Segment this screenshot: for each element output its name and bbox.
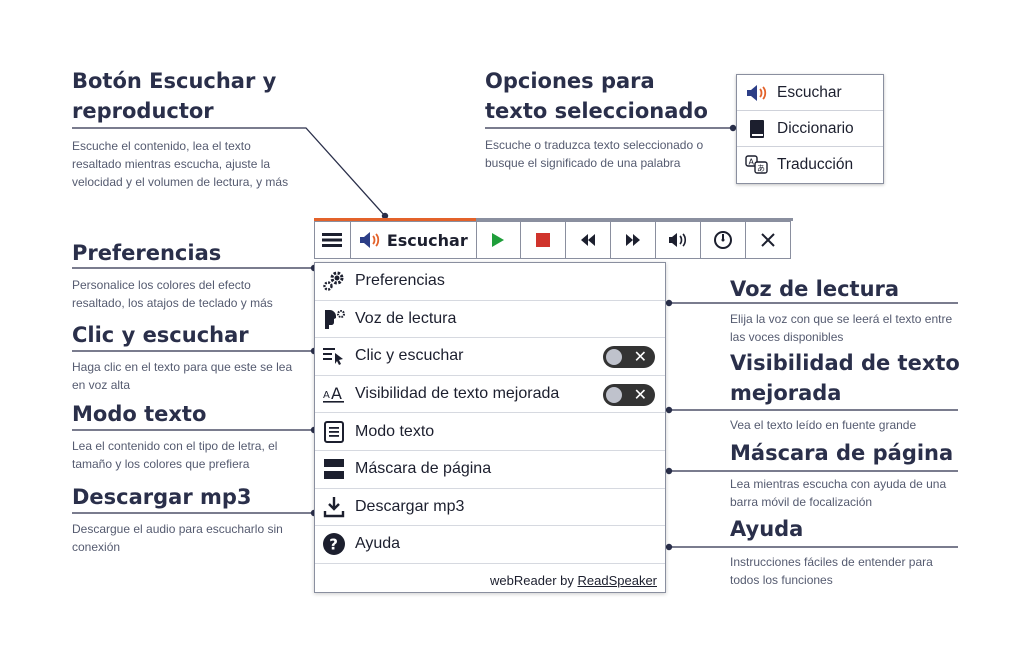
svg-text:A: A (749, 158, 755, 167)
svg-text:A: A (331, 384, 342, 403)
annotation-listen-title-1: Botón Escuchar y (72, 69, 277, 93)
toggle-knob (606, 349, 622, 366)
speaker-icon (745, 83, 769, 103)
click-listen-icon (321, 344, 347, 368)
speed-gauge-icon (714, 231, 733, 249)
annotation-preferences-title: Preferencias (72, 241, 222, 265)
annotation-download-title: Descargar mp3 (72, 485, 252, 509)
toggle-off-icon: ✕ (633, 347, 647, 367)
gears-icon (321, 269, 347, 293)
annotation-mask-title: Máscara de página (730, 441, 954, 465)
svg-text:あ: あ (757, 164, 765, 173)
popup-item-listen[interactable]: Escuchar (737, 75, 883, 111)
toggle-off-icon: ✕ (633, 384, 647, 404)
hamburger-icon (322, 233, 343, 247)
annotation-selected-desc: Escuche o traduzca texto seleccionado o … (485, 138, 704, 170)
volume-icon (669, 233, 687, 247)
menu-item-label: Descargar mp3 (355, 497, 465, 515)
menu-item-page-mask[interactable]: Máscara de página (315, 451, 665, 489)
annotation-visibility-desc: Vea el texto leído en fuente grande (730, 418, 917, 432)
listen-button[interactable]: Escuchar (351, 222, 477, 258)
text-mode-icon (321, 420, 347, 444)
close-button[interactable] (746, 222, 790, 258)
stop-button[interactable] (521, 222, 567, 258)
annotation-visibility-title-2: mejorada (730, 381, 842, 405)
menu-item-label: Clic y escuchar (355, 347, 464, 365)
annotation-text-mode-desc: Lea el contenido con el tipo de letra, e… (72, 439, 278, 471)
annotation-selected-title-2: texto seleccionado (485, 99, 708, 123)
menu-item-label: Modo texto (355, 422, 435, 440)
annotation-help-desc: Instrucciones fáciles de entender para t… (730, 555, 933, 587)
annotation-text-mode-title: Modo texto (72, 402, 207, 426)
download-icon (321, 495, 347, 519)
page-mask-icon (321, 457, 347, 481)
annotation-voice-title: Voz de lectura (730, 277, 900, 301)
player-toolbar: Escuchar (314, 218, 793, 259)
annotation-listen-title-2: reproductor (72, 99, 214, 123)
speaker-icon (359, 232, 379, 248)
annotation-download-desc: Descargue el audio para escucharlo sin c… (72, 522, 283, 554)
menu-item-label: Preferencias (355, 272, 445, 290)
volume-button[interactable] (656, 222, 702, 258)
speed-button[interactable] (701, 222, 747, 258)
rewind-button[interactable] (566, 222, 612, 258)
menu-button[interactable] (315, 222, 351, 258)
footer-prefix: webReader by (490, 573, 574, 588)
popup-item-dictionary[interactable]: Diccionario (737, 111, 883, 147)
menu-item-preferences[interactable]: Preferencias (315, 263, 665, 301)
settings-menu: Preferencias Voz de lectura Clic y escuc… (314, 262, 666, 593)
menu-item-label: Ayuda (355, 535, 401, 553)
annotation-visibility-title-1: Visibilidad de texto (730, 351, 960, 375)
menu-footer: webReader by ReadSpeaker (490, 573, 657, 588)
forward-button[interactable] (611, 222, 657, 258)
annotation-selected-title-1: Opciones para (485, 69, 655, 93)
menu-item-voice[interactable]: Voz de lectura (315, 301, 665, 339)
book-icon (745, 119, 769, 139)
play-icon (492, 233, 505, 247)
close-icon (761, 233, 775, 247)
forward-icon (626, 234, 641, 246)
svg-text:?: ? (329, 536, 338, 554)
svg-text:A: A (323, 390, 330, 401)
annotation-help-title: Ayuda (730, 517, 804, 541)
menu-item-label: Voz de lectura (355, 309, 457, 327)
menu-item-click-listen[interactable]: Clic y escuchar ✕ (315, 338, 665, 376)
menu-item-label: Visibilidad de texto mejorada (355, 385, 560, 403)
menu-item-label: Máscara de página (355, 460, 492, 478)
play-button[interactable] (477, 222, 521, 258)
visibility-toggle[interactable]: ✕ (603, 383, 655, 406)
listen-label: Escuchar (386, 230, 468, 250)
annotation-listen-desc: Escuche el contenido, lea el texto resal… (72, 139, 289, 189)
rewind-icon (581, 234, 596, 246)
menu-item-help[interactable]: ? Ayuda (315, 526, 665, 564)
popup-item-label: Traducción (777, 156, 854, 173)
popup-item-label: Escuchar (777, 83, 842, 101)
annotation-mask-desc: Lea mientras escucha con ayuda de una ba… (730, 477, 947, 509)
help-icon: ? (321, 532, 347, 556)
annotation-click-listen-desc: Haga clic en el texto para que este se l… (72, 360, 293, 392)
toolbar-accent-bar (314, 218, 476, 221)
voice-icon (321, 307, 347, 331)
annotation-voice-desc: Elija la voz con que se leerá el texto e… (730, 312, 953, 344)
annotation-click-listen-title: Clic y escuchar (72, 323, 249, 347)
menu-item-download[interactable]: Descargar mp3 (315, 489, 665, 527)
popup-item-label: Diccionario (777, 119, 854, 137)
toggle-knob (606, 386, 622, 403)
stop-icon (536, 233, 551, 247)
toolbar-top-border (476, 218, 793, 221)
readspeaker-link[interactable]: ReadSpeaker (577, 573, 658, 588)
menu-item-text-mode[interactable]: Modo texto (315, 413, 665, 451)
click-listen-toggle[interactable]: ✕ (603, 346, 655, 369)
annotation-preferences-desc: Personalice los colores del efecto resal… (72, 278, 273, 310)
